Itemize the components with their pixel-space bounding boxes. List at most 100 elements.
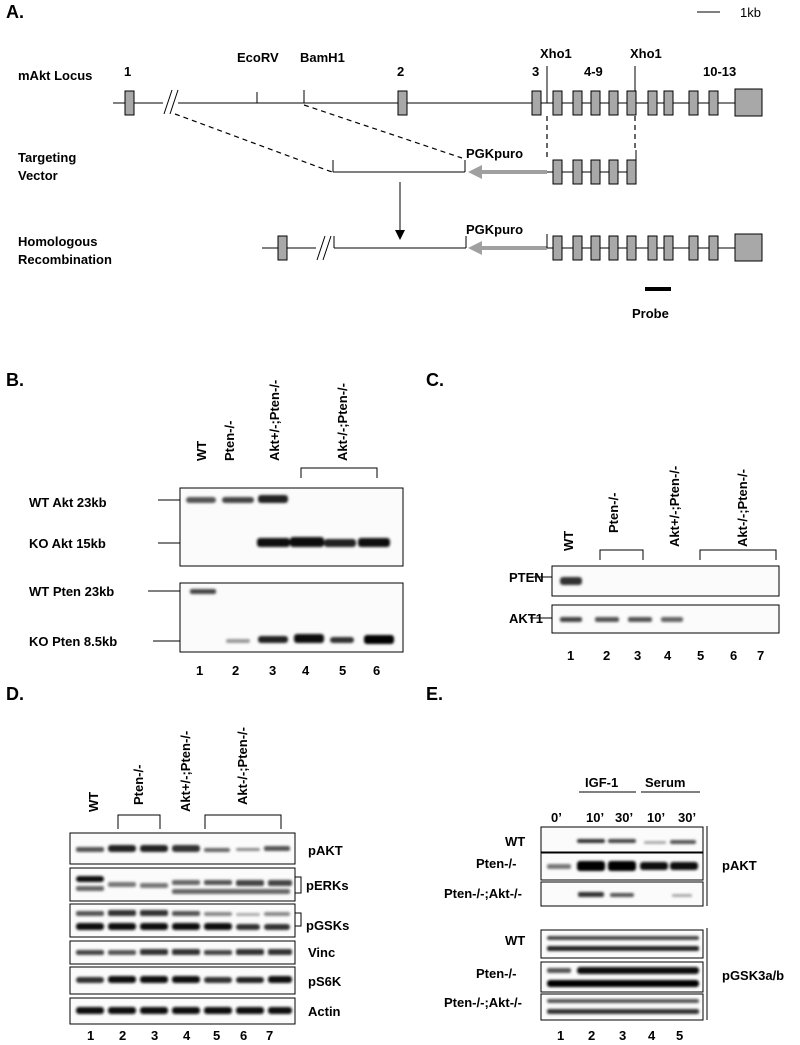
cassette-label-recombined: PGKpuro [466, 222, 523, 237]
time-label: 0’ [551, 810, 562, 825]
row-label-pten: Pten-/- [476, 856, 516, 871]
lane-number: 5 [697, 648, 704, 663]
blot-pgsks [69, 903, 296, 938]
row-labels-panel-e: WT Pten-/- Pten-/-;Akt-/- WT Pten-/- Pte… [444, 834, 525, 1010]
targeting-label-1: Targeting [18, 150, 76, 165]
blot-pten-western [551, 565, 780, 597]
lane-number: 5 [676, 1028, 683, 1043]
band-label-wt-akt: WT Akt 23kb [29, 495, 107, 510]
lane-number: 4 [302, 663, 310, 678]
exon-label-2: 2 [397, 64, 404, 79]
lane-header-akt-het: Akt+/-;Pten-/- [267, 380, 282, 461]
bands-panel-d [76, 845, 292, 1014]
band-label-pgsks: pGSKs [306, 918, 349, 933]
panel-b-headers: WT Pten-/- Akt+/-;Pten-/- Akt-/-;Pten-/- [194, 380, 378, 478]
row-label-pten-akt: Pten-/-;Akt-/- [444, 886, 522, 901]
lane-number: 4 [648, 1028, 656, 1043]
band-label-wt-pten: WT Pten 23kb [29, 584, 114, 599]
blot-akt-southern [179, 487, 404, 567]
locus-label: mAkt Locus [18, 68, 92, 83]
row-label-wt: WT [505, 933, 525, 948]
blot-e-pgsk-wt [540, 929, 704, 959]
lane-header-pten: Pten-/- [131, 765, 146, 805]
band-label-vinc: Vinc [308, 945, 335, 960]
lane-number: 2 [588, 1028, 595, 1043]
band-label-ko-akt: KO Akt 15kb [29, 536, 106, 551]
lane-number: 3 [619, 1028, 626, 1043]
lane-number: 5 [339, 663, 346, 678]
band-labels-panel-d: pAKT pERKs pGSKs Vinc pS6K Actin [295, 843, 349, 1019]
band-label-pten: PTEN [509, 570, 544, 585]
lane-header-akt-ko: Akt-/-;Pten-/- [335, 383, 350, 461]
exon-label-10-13: 10-13 [703, 64, 736, 79]
lane-number: 1 [557, 1028, 564, 1043]
lane-header-akt-het: Akt+/-;Pten-/- [178, 731, 193, 812]
lane-number: 3 [151, 1028, 158, 1043]
targeting-vector [332, 150, 637, 185]
scale-label: 1kb [740, 5, 761, 20]
bands-panel-e [547, 839, 699, 1014]
lane-number: 4 [664, 648, 672, 663]
time-label: 10’ [647, 810, 665, 825]
band-label-actin: Actin [308, 1004, 341, 1019]
locus-map [113, 66, 763, 117]
probe-bar [645, 287, 671, 291]
bamh1-label: BamH1 [300, 50, 345, 65]
lanes-panel-c: 1 2 3 4 5 6 7 [567, 648, 764, 663]
group-target-pakt: pAKT [722, 858, 757, 873]
group-label-serum: Serum [645, 775, 685, 790]
lane-header-akt-ko: Akt-/-;Pten-/- [735, 469, 750, 547]
band-label-perks: pERKs [306, 878, 349, 893]
lane-header-akt-ko: Akt-/-;Pten-/- [235, 727, 250, 805]
cassette-label-vector: PGKpuro [466, 146, 523, 161]
lane-header-pten: Pten-/- [222, 421, 237, 461]
lane-number: 7 [757, 648, 764, 663]
lane-number: 4 [183, 1028, 191, 1043]
exon-label-1: 1 [124, 64, 131, 79]
group-target-pgsk: pGSK3a/b [722, 968, 784, 983]
exon-label-4-9: 4-9 [584, 64, 603, 79]
group-label-igf1: IGF-1 [585, 775, 618, 790]
time-label: 30’ [678, 810, 696, 825]
lane-number: 6 [240, 1028, 247, 1043]
lane-number: 1 [567, 648, 574, 663]
panel-a-letter: A. [6, 2, 24, 22]
lane-header-pten: Pten-/- [606, 493, 621, 533]
lane-number: 6 [373, 663, 380, 678]
lane-number: 2 [119, 1028, 126, 1043]
panel-d-letter: D. [6, 684, 24, 704]
panel-c-letter: C. [426, 370, 444, 390]
lane-number: 1 [196, 663, 203, 678]
time-label: 10’ [586, 810, 604, 825]
row-label-pten-akt: Pten-/-;Akt-/- [444, 995, 522, 1010]
row-label-wt: WT [505, 834, 525, 849]
xho1-label-2: Xho1 [630, 46, 662, 61]
homolog-label-1: Homologous [18, 234, 97, 249]
lane-header-wt: WT [561, 531, 576, 551]
panel-d-headers: WT Pten-/- Akt+/-;Pten-/- Akt-/-;Pten-/- [86, 727, 282, 829]
panel-e-letter: E. [426, 684, 443, 704]
row-label-pten: Pten-/- [476, 966, 516, 981]
lane-header-wt: WT [86, 792, 101, 812]
lanes-panel-d: 1 2 3 4 5 6 7 [87, 1028, 273, 1043]
recombined-locus [262, 233, 763, 291]
band-label-ko-pten: KO Pten 8.5kb [29, 634, 117, 649]
lane-number: 7 [266, 1028, 273, 1043]
homolog-label-2: Recombination [18, 252, 112, 267]
lane-number: 2 [603, 648, 610, 663]
targeting-label-2: Vector [18, 168, 58, 183]
probe-label: Probe [632, 306, 669, 321]
lane-number: 3 [269, 663, 276, 678]
lane-number: 5 [213, 1028, 220, 1043]
lane-number: 2 [232, 663, 239, 678]
panel-c-headers: WT Pten-/- Akt+/-;Pten-/- Akt-/-;Pten-/- [561, 466, 777, 560]
band-label-ps6k: pS6K [308, 974, 342, 989]
band-label-akt1: AKT1 [509, 611, 543, 626]
time-label: 30’ [615, 810, 633, 825]
bands-panel-b [186, 495, 394, 644]
lane-header-akt-het: Akt+/-;Pten-/- [667, 466, 682, 547]
lane-number: 1 [87, 1028, 94, 1043]
time-labels: 0’ 10’ 30’ 10’ 30’ [551, 810, 696, 825]
ecorv-label: EcoRV [237, 50, 279, 65]
